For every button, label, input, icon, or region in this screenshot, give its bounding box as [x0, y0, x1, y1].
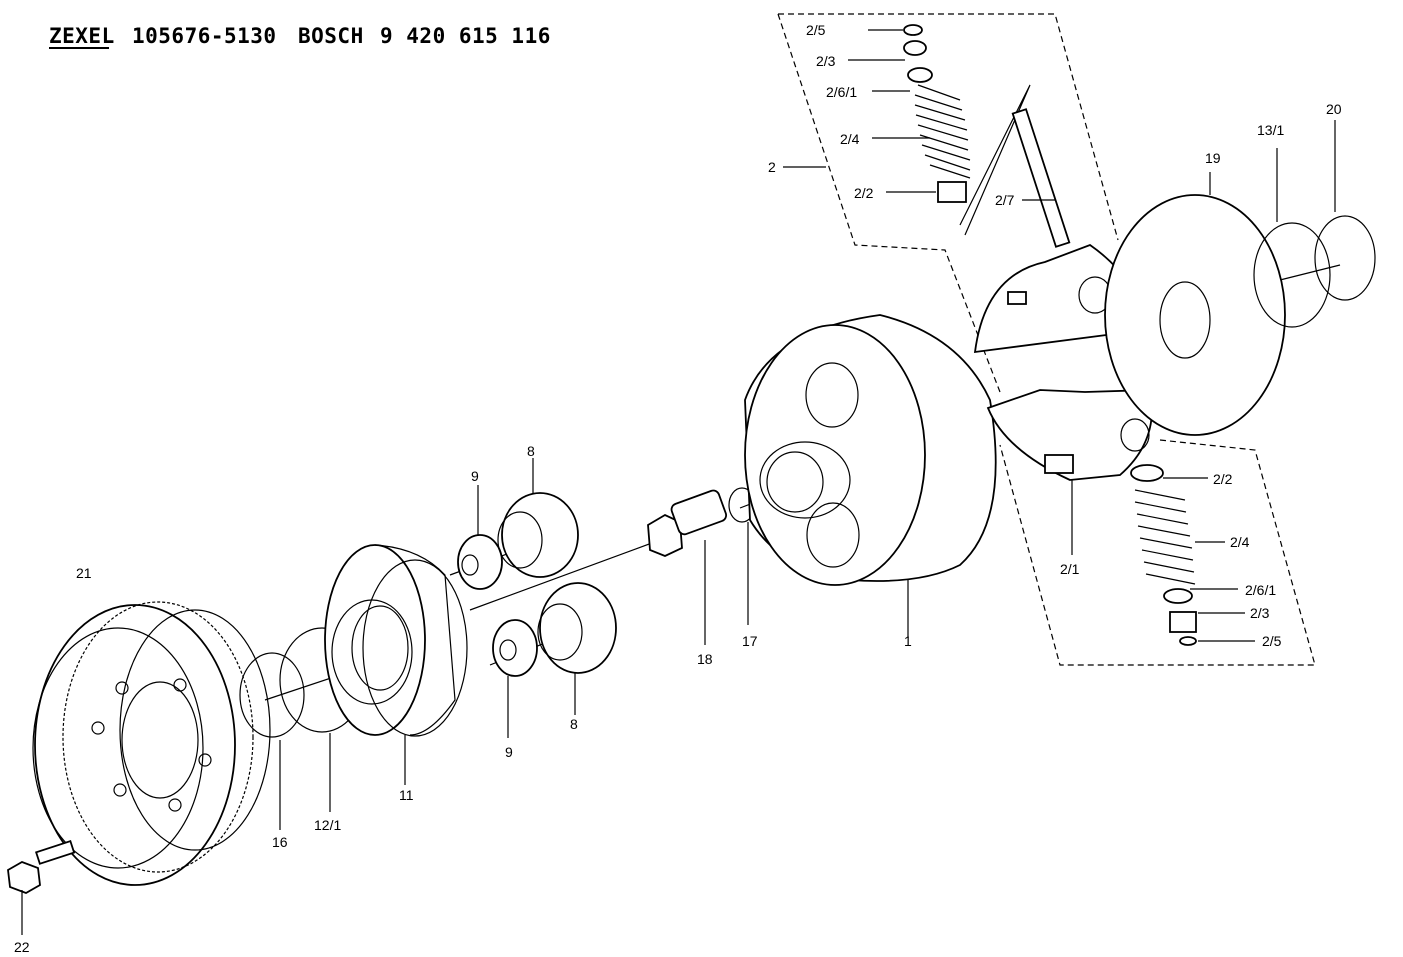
label-13-1: 13/1 [1257, 122, 1284, 138]
ring-13-1 [1253, 148, 1331, 328]
label-20: 20 [1326, 101, 1342, 117]
header-zexel-code: 105676-5130 [132, 24, 277, 48]
adjusting-screw-18 [647, 489, 728, 645]
bushing-9-bottom [492, 619, 538, 738]
label-17: 17 [742, 633, 758, 649]
label-21: 21 [76, 565, 92, 581]
timing-gear-21 [32, 601, 271, 886]
label-19: 19 [1205, 150, 1221, 166]
pin-2-7 [959, 84, 1071, 248]
label-9-top: 9 [471, 468, 479, 484]
label-9-bottom: 9 [505, 744, 513, 760]
header-underline [49, 47, 109, 49]
header-bosch-code: 9 420 615 116 [380, 24, 551, 48]
upper-group-outline-left [777, 13, 1001, 393]
label-11: 11 [399, 787, 414, 803]
label-2-1: 2/1 [1060, 561, 1080, 577]
label-2-5-bottom: 2/5 [1262, 633, 1282, 649]
lower-group-outline [999, 439, 1316, 666]
governor-housing-1 [744, 314, 997, 638]
label-12-1: 12/1 [314, 817, 341, 833]
bearing-8-top [497, 458, 579, 578]
spring-stack-lower [1130, 464, 1255, 646]
label-8-bottom: 8 [570, 716, 578, 732]
label-2-6-1-top: 2/6/1 [826, 84, 857, 100]
circlip-16 [239, 652, 305, 830]
spring-stack-upper [783, 24, 971, 203]
flyweight-lower-2-1 [986, 389, 1153, 555]
upper-group-outline [778, 13, 1119, 241]
bearing-8-bottom [537, 582, 617, 715]
label-2-4-top: 2/4 [840, 131, 860, 147]
label-2-7: 2/7 [995, 192, 1015, 208]
label-8-top: 8 [527, 443, 535, 459]
axis-line-hub [469, 539, 661, 611]
label-2-2-bottom: 2/2 [1213, 471, 1233, 487]
bushing-9-top [457, 485, 503, 590]
header-brand-bosch: BOSCH [298, 24, 364, 48]
bolt-22 [7, 840, 76, 935]
label-2-3-bottom: 2/3 [1250, 605, 1270, 621]
header-brand-zexel: ZEXEL [49, 24, 115, 48]
label-2-6-1-bottom: 2/6/1 [1245, 582, 1276, 598]
label-2-5-top: 2/5 [806, 22, 826, 38]
circlip-20 [1314, 120, 1376, 301]
label-2-2-top: 2/2 [854, 185, 874, 201]
label-2: 2 [768, 159, 776, 175]
disk-19 [1104, 172, 1286, 436]
label-16: 16 [272, 834, 288, 850]
label-18: 18 [697, 651, 713, 667]
flange-hub-11 [324, 544, 468, 785]
label-22: 22 [14, 939, 30, 955]
label-1: 1 [904, 633, 912, 649]
label-2-3-top: 2/3 [816, 53, 836, 69]
axis-line-rings-right [1279, 264, 1341, 281]
label-2-4-bottom: 2/4 [1230, 534, 1250, 550]
